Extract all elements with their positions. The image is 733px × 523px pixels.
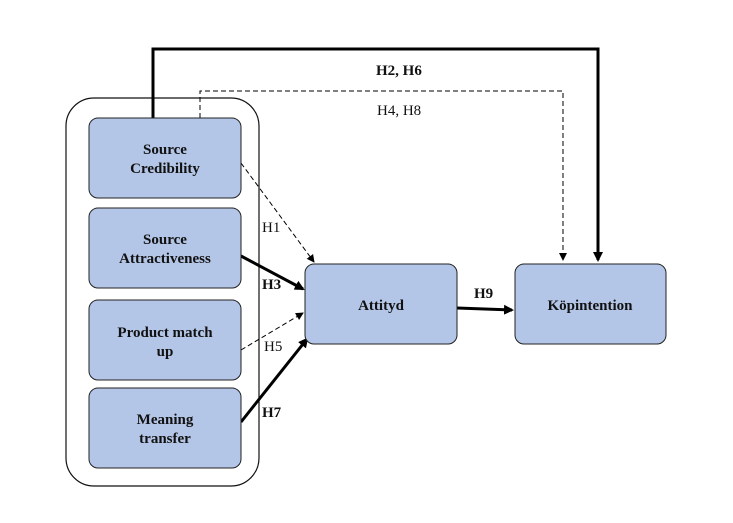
node-product-match-up-box — [88, 299, 242, 381]
edge-label-h2-h6: H2, H6 — [376, 63, 422, 79]
node-attityd-label: Attityd — [358, 298, 404, 314]
edge-label-h4-h8: H4, H8 — [377, 103, 421, 119]
edge-h3 — [240, 254, 305, 291]
node-source-credibility-line1: Source — [143, 142, 187, 158]
node-kopintention-label: Köpintention — [547, 298, 633, 314]
node-source-attractiveness-line1: Source — [143, 232, 187, 248]
source-group-container — [65, 97, 260, 487]
node-source-credibility: Source Credibility — [88, 117, 242, 199]
node-meaning-transfer-line2: transfer — [139, 431, 191, 447]
edge-label-h9: H9 — [474, 286, 493, 302]
edge-h9 — [456, 304, 514, 315]
edge-h4-h8 — [199, 90, 567, 261]
edge-label-h7: H7 — [262, 405, 282, 421]
edge-h1 — [240, 162, 315, 263]
node-attityd-box — [304, 263, 458, 345]
node-kopintention-box — [514, 263, 667, 345]
node-source-credibility-box — [88, 117, 242, 199]
node-source-attractiveness-box — [88, 207, 242, 289]
node-product-match-up-line1: Product match — [117, 325, 213, 341]
node-kopintention: Köpintention — [514, 263, 667, 345]
edge-label-h1: H1 — [262, 220, 280, 236]
node-source-credibility-line2: Credibility — [130, 161, 200, 177]
node-source-attractiveness: Source Attractiveness — [88, 207, 242, 289]
edge-h5 — [240, 312, 304, 351]
node-product-match-up-line2: up — [157, 344, 174, 360]
edge-h7 — [239, 337, 309, 423]
edge-label-h3: H3 — [262, 277, 281, 293]
edges — [151, 47, 603, 423]
node-attityd: Attityd — [304, 263, 458, 345]
edge-label-h5: H5 — [264, 339, 282, 355]
edge-labels: H2, H6 H4, H8 H1 H3 H5 H7 H9 — [262, 63, 493, 421]
node-meaning-transfer-box — [88, 387, 242, 469]
node-meaning-transfer-line1: Meaning — [137, 412, 194, 428]
node-product-match-up: Product match up — [88, 299, 242, 381]
node-source-attractiveness-line2: Attractiveness — [119, 251, 211, 267]
node-meaning-transfer: Meaning transfer — [88, 387, 242, 469]
edge-h2-h6 — [151, 47, 603, 262]
